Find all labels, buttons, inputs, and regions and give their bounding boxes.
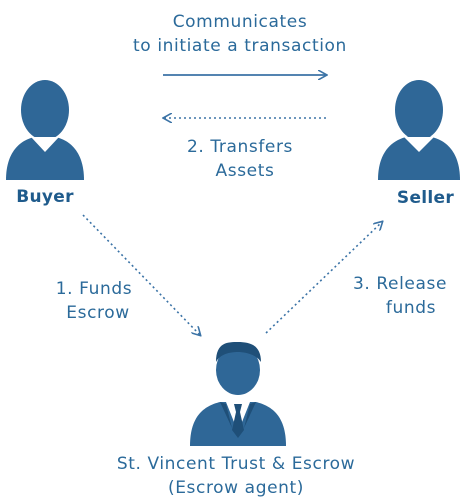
seller-label: Seller <box>396 188 455 208</box>
transfer-line1: 2. Transfers <box>186 137 294 157</box>
release-line1: 3. Release <box>352 274 448 294</box>
funds-escrow-label: 1. Funds Escrow <box>34 277 154 325</box>
transfer-line2: Assets <box>215 161 275 181</box>
communicates-line1: Communicates <box>172 12 308 32</box>
release-line2: funds <box>385 298 437 318</box>
transfer-assets-label: 2. Transfers Assets <box>170 135 310 183</box>
release-funds-label: 3. Release funds <box>340 272 460 320</box>
buyer-person-icon <box>6 80 84 180</box>
communicates-line2: to initiate a transaction <box>133 36 347 56</box>
buyer-label: Buyer <box>16 187 74 207</box>
release-funds-arrow <box>265 222 382 334</box>
agent-line1: St. Vincent Trust & Escrow <box>116 454 356 474</box>
funds-line1: 1. Funds <box>55 279 133 299</box>
businessman-icon <box>190 342 286 446</box>
agent-label: St. Vincent Trust & Escrow (Escrow agent… <box>96 452 376 500</box>
communicates-label: Communicates to initiate a transaction <box>120 10 360 58</box>
funds-line2: Escrow <box>66 303 130 323</box>
seller-person-icon <box>378 80 460 180</box>
agent-line2: (Escrow agent) <box>167 478 305 498</box>
